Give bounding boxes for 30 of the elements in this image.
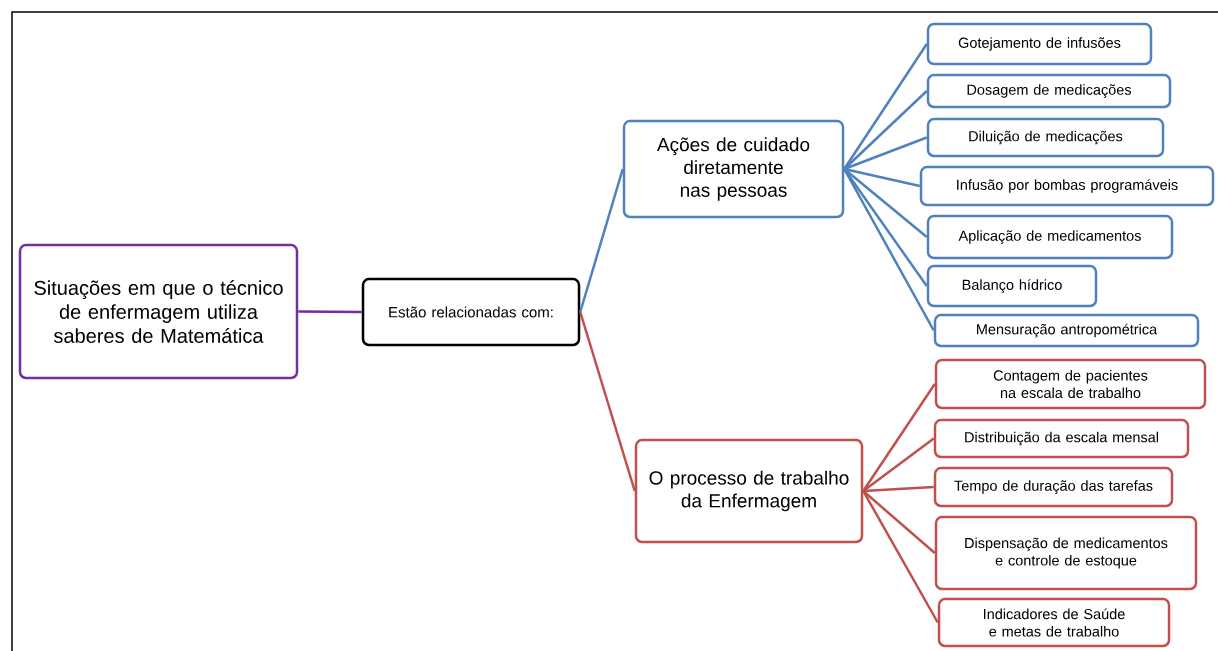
connector-line [579, 168, 624, 313]
connector-line [298, 310, 362, 314]
connector-line [862, 490, 936, 554]
connector-line [862, 490, 939, 624]
connector-line [862, 437, 935, 492]
item-box: Gotejamento de infusões [926, 22, 1153, 66]
item-box: Tempo de duração das tarefas [933, 466, 1174, 508]
connector-line [843, 136, 928, 171]
connector-line [863, 485, 934, 493]
connector-line [862, 383, 936, 492]
topic-box: Situações em que o técnico de enfermagem utiliza saberes de Matemática [18, 243, 299, 380]
item-box: Balanço hídrico [926, 264, 1098, 308]
item-box: Mensuração antropométrica [933, 313, 1200, 348]
item-box: Infusão por bombas programáveis [919, 165, 1215, 207]
category-box: Ações de cuidado diretamente nas pessoas [622, 119, 845, 219]
item-box: Distribuição da escala mensal [933, 418, 1190, 459]
connector-line [843, 168, 928, 287]
connector-line [843, 90, 928, 170]
connector-line [579, 311, 636, 492]
item-box: Indicadores de Saúde e metas de trabalho [937, 597, 1171, 648]
item-box: Aplicação de medicamentos [926, 214, 1174, 260]
category-box: O processo de trabalho da Enfermagem [634, 438, 864, 544]
item-box: Dosagem de medicações [926, 73, 1172, 109]
item-box: Dispensação de medicamentos e controle de estoque [934, 515, 1198, 591]
item-box: Diluição de medicações [926, 117, 1165, 158]
connector-line [843, 168, 935, 332]
connector-line [844, 167, 921, 188]
item-box: Contagem de pacientes na escala de trabalho [934, 358, 1207, 410]
connector-line [843, 43, 928, 170]
connector-box: Estão relacionadas com: [361, 277, 581, 347]
